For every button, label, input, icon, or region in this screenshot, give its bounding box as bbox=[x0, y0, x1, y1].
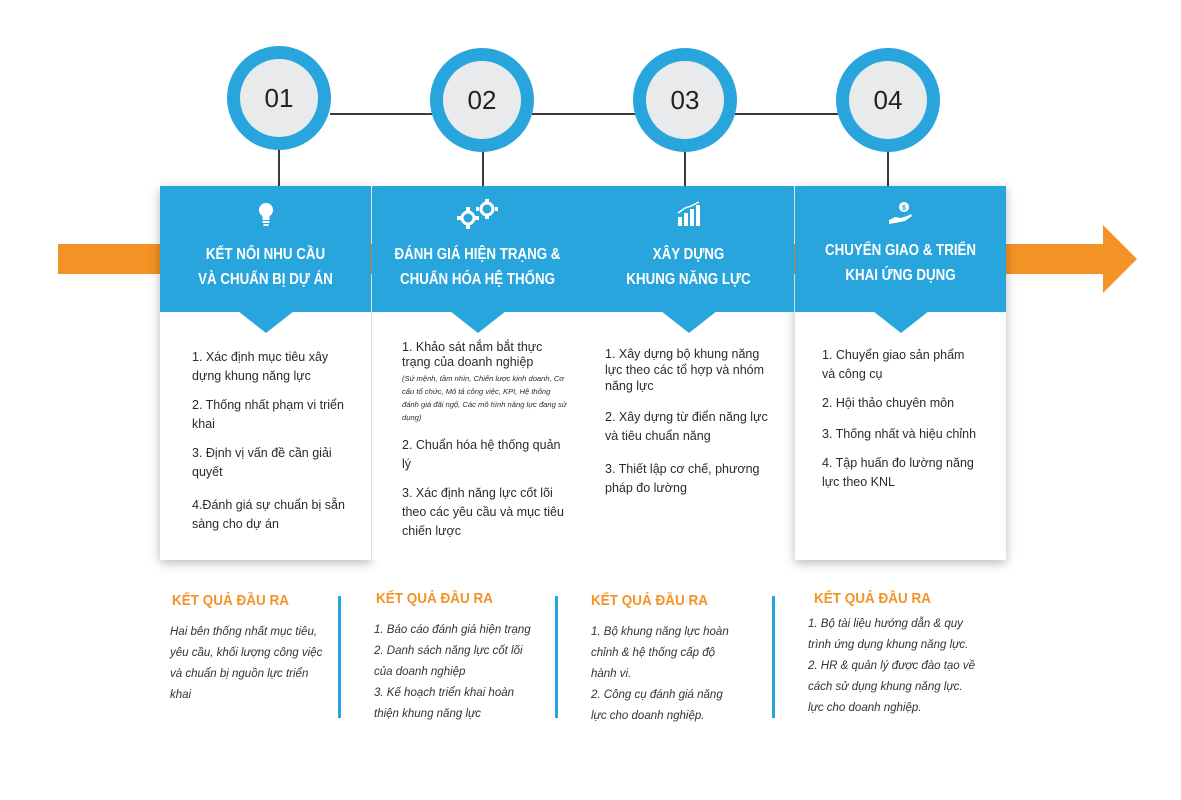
lightbulb-icon bbox=[160, 200, 371, 228]
svg-text:$: $ bbox=[902, 205, 906, 212]
step-2-item-1: 1. Khảo sát nắm bắt thực trạng của doanh… bbox=[402, 340, 569, 424]
step-title-1-line2: VÀ CHUẨN BỊ DỰ ÁN bbox=[198, 271, 333, 288]
step-title-3-line1: XÂY DỰNG bbox=[652, 246, 725, 263]
output-title-2: KẾT QUẢ ĐẦU RA bbox=[376, 590, 493, 607]
output-2-line-1: 1. Báo cáo đánh giá hiện trạng bbox=[374, 624, 531, 636]
output-divider-1 bbox=[338, 596, 341, 718]
step-circle-1: 01 bbox=[227, 46, 331, 150]
step-3-item-2: 2. Xây dựng từ điển năng lực và tiêu chu… bbox=[605, 410, 768, 443]
connector-drop-1 bbox=[278, 150, 280, 188]
step-header-1: KẾT NỐI NHU CẦU VÀ CHUẨN BỊ DỰ ÁN bbox=[160, 186, 371, 312]
output-list-4: 1. Bộ tài liệu hướng dẫn & quy trình ứng… bbox=[808, 614, 988, 719]
output-4-line-3: lực cho doanh nghiệp. bbox=[808, 702, 922, 714]
connector-line-2-3 bbox=[532, 113, 636, 115]
step-body-1: 1. Xác định mục tiêu xây dựng khung năng… bbox=[160, 312, 371, 560]
step-body-2: 1. Khảo sát nắm bắt thực trạng của doanh… bbox=[372, 312, 583, 560]
process-arrow-head bbox=[1103, 225, 1137, 293]
step-title-1-line1: KẾT NỐI NHU CẦU bbox=[205, 246, 326, 263]
hand-coin-icon: $ bbox=[795, 200, 1006, 228]
step-2-item-2: 2. Chuẩn hóa hệ thống quản lý bbox=[402, 438, 561, 471]
step-notch-4 bbox=[872, 311, 929, 333]
step-header-4: $ CHUYỂN GIAO & TRIỂN KHAI ỨNG DỤNG bbox=[795, 186, 1006, 312]
step-title-2-line1: ĐÁNH GIÁ HIỆN TRẠNG & bbox=[394, 246, 561, 263]
step-number-3: 03 bbox=[646, 61, 724, 139]
step-circle-3: 03 bbox=[633, 48, 737, 152]
step-3-item-1: 1. Xây dựng bộ khung năng lực theo các t… bbox=[605, 347, 765, 393]
output-2-line-3: 3. Kế hoạch triển khai hoàn thiện khung … bbox=[374, 687, 515, 720]
step-2-item-1-text: 1. Khảo sát nắm bắt thực trạng của doanh… bbox=[402, 340, 543, 369]
step-number-1: 01 bbox=[240, 59, 318, 137]
step-2-item-3: 3. Xác định năng lực cốt lõi theo các yê… bbox=[402, 486, 564, 538]
output-2-line-2: 2. Danh sách năng lực cốt lõi của doanh … bbox=[374, 645, 523, 678]
step-4-item-4: 4. Tập huấn đo lường năng lực theo KNL bbox=[822, 456, 974, 489]
connector-drop-4 bbox=[887, 150, 889, 188]
connector-drop-2 bbox=[482, 150, 484, 188]
step-1-item-1: 1. Xác định mục tiêu xây dựng khung năng… bbox=[192, 350, 329, 383]
step-body-4: 1. Chuyển giao sản phẩm và công cụ 2. Hộ… bbox=[795, 312, 1006, 560]
connector-line-1-2 bbox=[330, 113, 433, 115]
step-card-3: XÂY DỰNG KHUNG NĂNG LỰC 1. Xây dựng bộ k… bbox=[583, 186, 794, 560]
output-3-line-2: 2. Công cụ đánh giá năng lực cho doanh n… bbox=[591, 689, 723, 722]
step-circle-2: 02 bbox=[430, 48, 534, 152]
step-number-4: 04 bbox=[849, 61, 927, 139]
step-3-item-3: 3. Thiết lập cơ chế, phương pháp đo lườn… bbox=[605, 462, 760, 495]
step-header-2: ĐÁNH GIÁ HIỆN TRẠNG & CHUẨN HÓA HỆ THỐNG bbox=[372, 186, 583, 312]
output-divider-2 bbox=[555, 596, 558, 718]
step-title-4-line1: CHUYỂN GIAO & TRIỂN bbox=[824, 242, 977, 259]
output-4-line-2: 2. HR & quản lý được đào tạo về cách sử … bbox=[808, 660, 976, 693]
step-header-3: XÂY DỰNG KHUNG NĂNG LỰC bbox=[583, 186, 794, 312]
gears-icon bbox=[372, 199, 583, 229]
step-4-item-1: 1. Chuyển giao sản phẩm và công cụ bbox=[822, 348, 965, 381]
output-list-2: 1. Báo cáo đánh giá hiện trạng 2. Danh s… bbox=[374, 620, 542, 725]
step-notch-1 bbox=[237, 311, 294, 333]
bar-chart-icon bbox=[583, 200, 794, 228]
step-title-3-line2: KHUNG NĂNG LỰC bbox=[626, 271, 751, 288]
step-card-4: $ CHUYỂN GIAO & TRIỂN KHAI ỨNG DỤNG 1. C… bbox=[795, 186, 1006, 560]
step-title-2-line2: CHUẨN HÓA HỆ THỐNG bbox=[399, 271, 556, 288]
step-title-4: CHUYỂN GIAO & TRIỂN KHAI ỨNG DỤNG bbox=[815, 238, 986, 288]
step-circle-4: 04 bbox=[836, 48, 940, 152]
step-4-item-3: 3. Thống nhất và hiệu chỉnh bbox=[822, 427, 977, 441]
step-notch-2 bbox=[449, 311, 506, 333]
step-number-2: 02 bbox=[443, 61, 521, 139]
step-4-item-2: 2. Hội thảo chuyên môn bbox=[822, 396, 955, 410]
step-2-item-1-note: (Sứ mệnh, tầm nhìn, Chiến lược kinh doan… bbox=[402, 374, 567, 422]
output-title-3: KẾT QUẢ ĐẦU RA bbox=[591, 592, 708, 609]
output-list-3: 1. Bộ khung năng lực hoàn chỉnh & hệ thố… bbox=[591, 622, 741, 727]
output-title-4: KẾT QUẢ ĐẦU RA bbox=[814, 590, 931, 607]
output-title-1: KẾT QUẢ ĐẦU RA bbox=[172, 592, 289, 609]
output-divider-3 bbox=[772, 596, 775, 718]
step-card-2: ĐÁNH GIÁ HIỆN TRẠNG & CHUẨN HÓA HỆ THỐNG… bbox=[372, 186, 583, 560]
step-1-item-3: 3. Định vị vấn đề cần giải quyết bbox=[192, 446, 332, 479]
step-title-2: ĐÁNH GIÁ HIỆN TRẠNG & CHUẨN HÓA HỆ THỐNG bbox=[392, 242, 563, 292]
connector-line-3-4 bbox=[734, 113, 838, 115]
step-title-1: KẾT NỐI NHU CẦU VÀ CHUẨN BỊ DỰ ÁN bbox=[180, 242, 351, 292]
output-3-line-1: 1. Bộ khung năng lực hoàn chỉnh & hệ thố… bbox=[591, 626, 729, 680]
step-body-3: 1. Xây dựng bộ khung năng lực theo các t… bbox=[583, 312, 794, 560]
step-title-4-line2: KHAI ỨNG DỤNG bbox=[845, 267, 956, 284]
output-4-line-1: 1. Bộ tài liệu hướng dẫn & quy trình ứng… bbox=[808, 618, 969, 651]
connector-drop-3 bbox=[684, 150, 686, 188]
step-1-item-4: 4.Đánh giá sự chuẩn bị sẵn sàng cho dự á… bbox=[192, 498, 345, 531]
step-notch-3 bbox=[660, 311, 717, 333]
step-1-item-2: 2. Thống nhất phạm vi triển khai bbox=[192, 398, 344, 431]
step-title-3: XÂY DỰNG KHUNG NĂNG LỰC bbox=[603, 242, 774, 292]
output-text-1: Hai bên thống nhất mục tiêu, yêu cầu, kh… bbox=[170, 626, 323, 701]
step-card-1: KẾT NỐI NHU CẦU VÀ CHUẨN BỊ DỰ ÁN 1. Xác… bbox=[160, 186, 371, 560]
